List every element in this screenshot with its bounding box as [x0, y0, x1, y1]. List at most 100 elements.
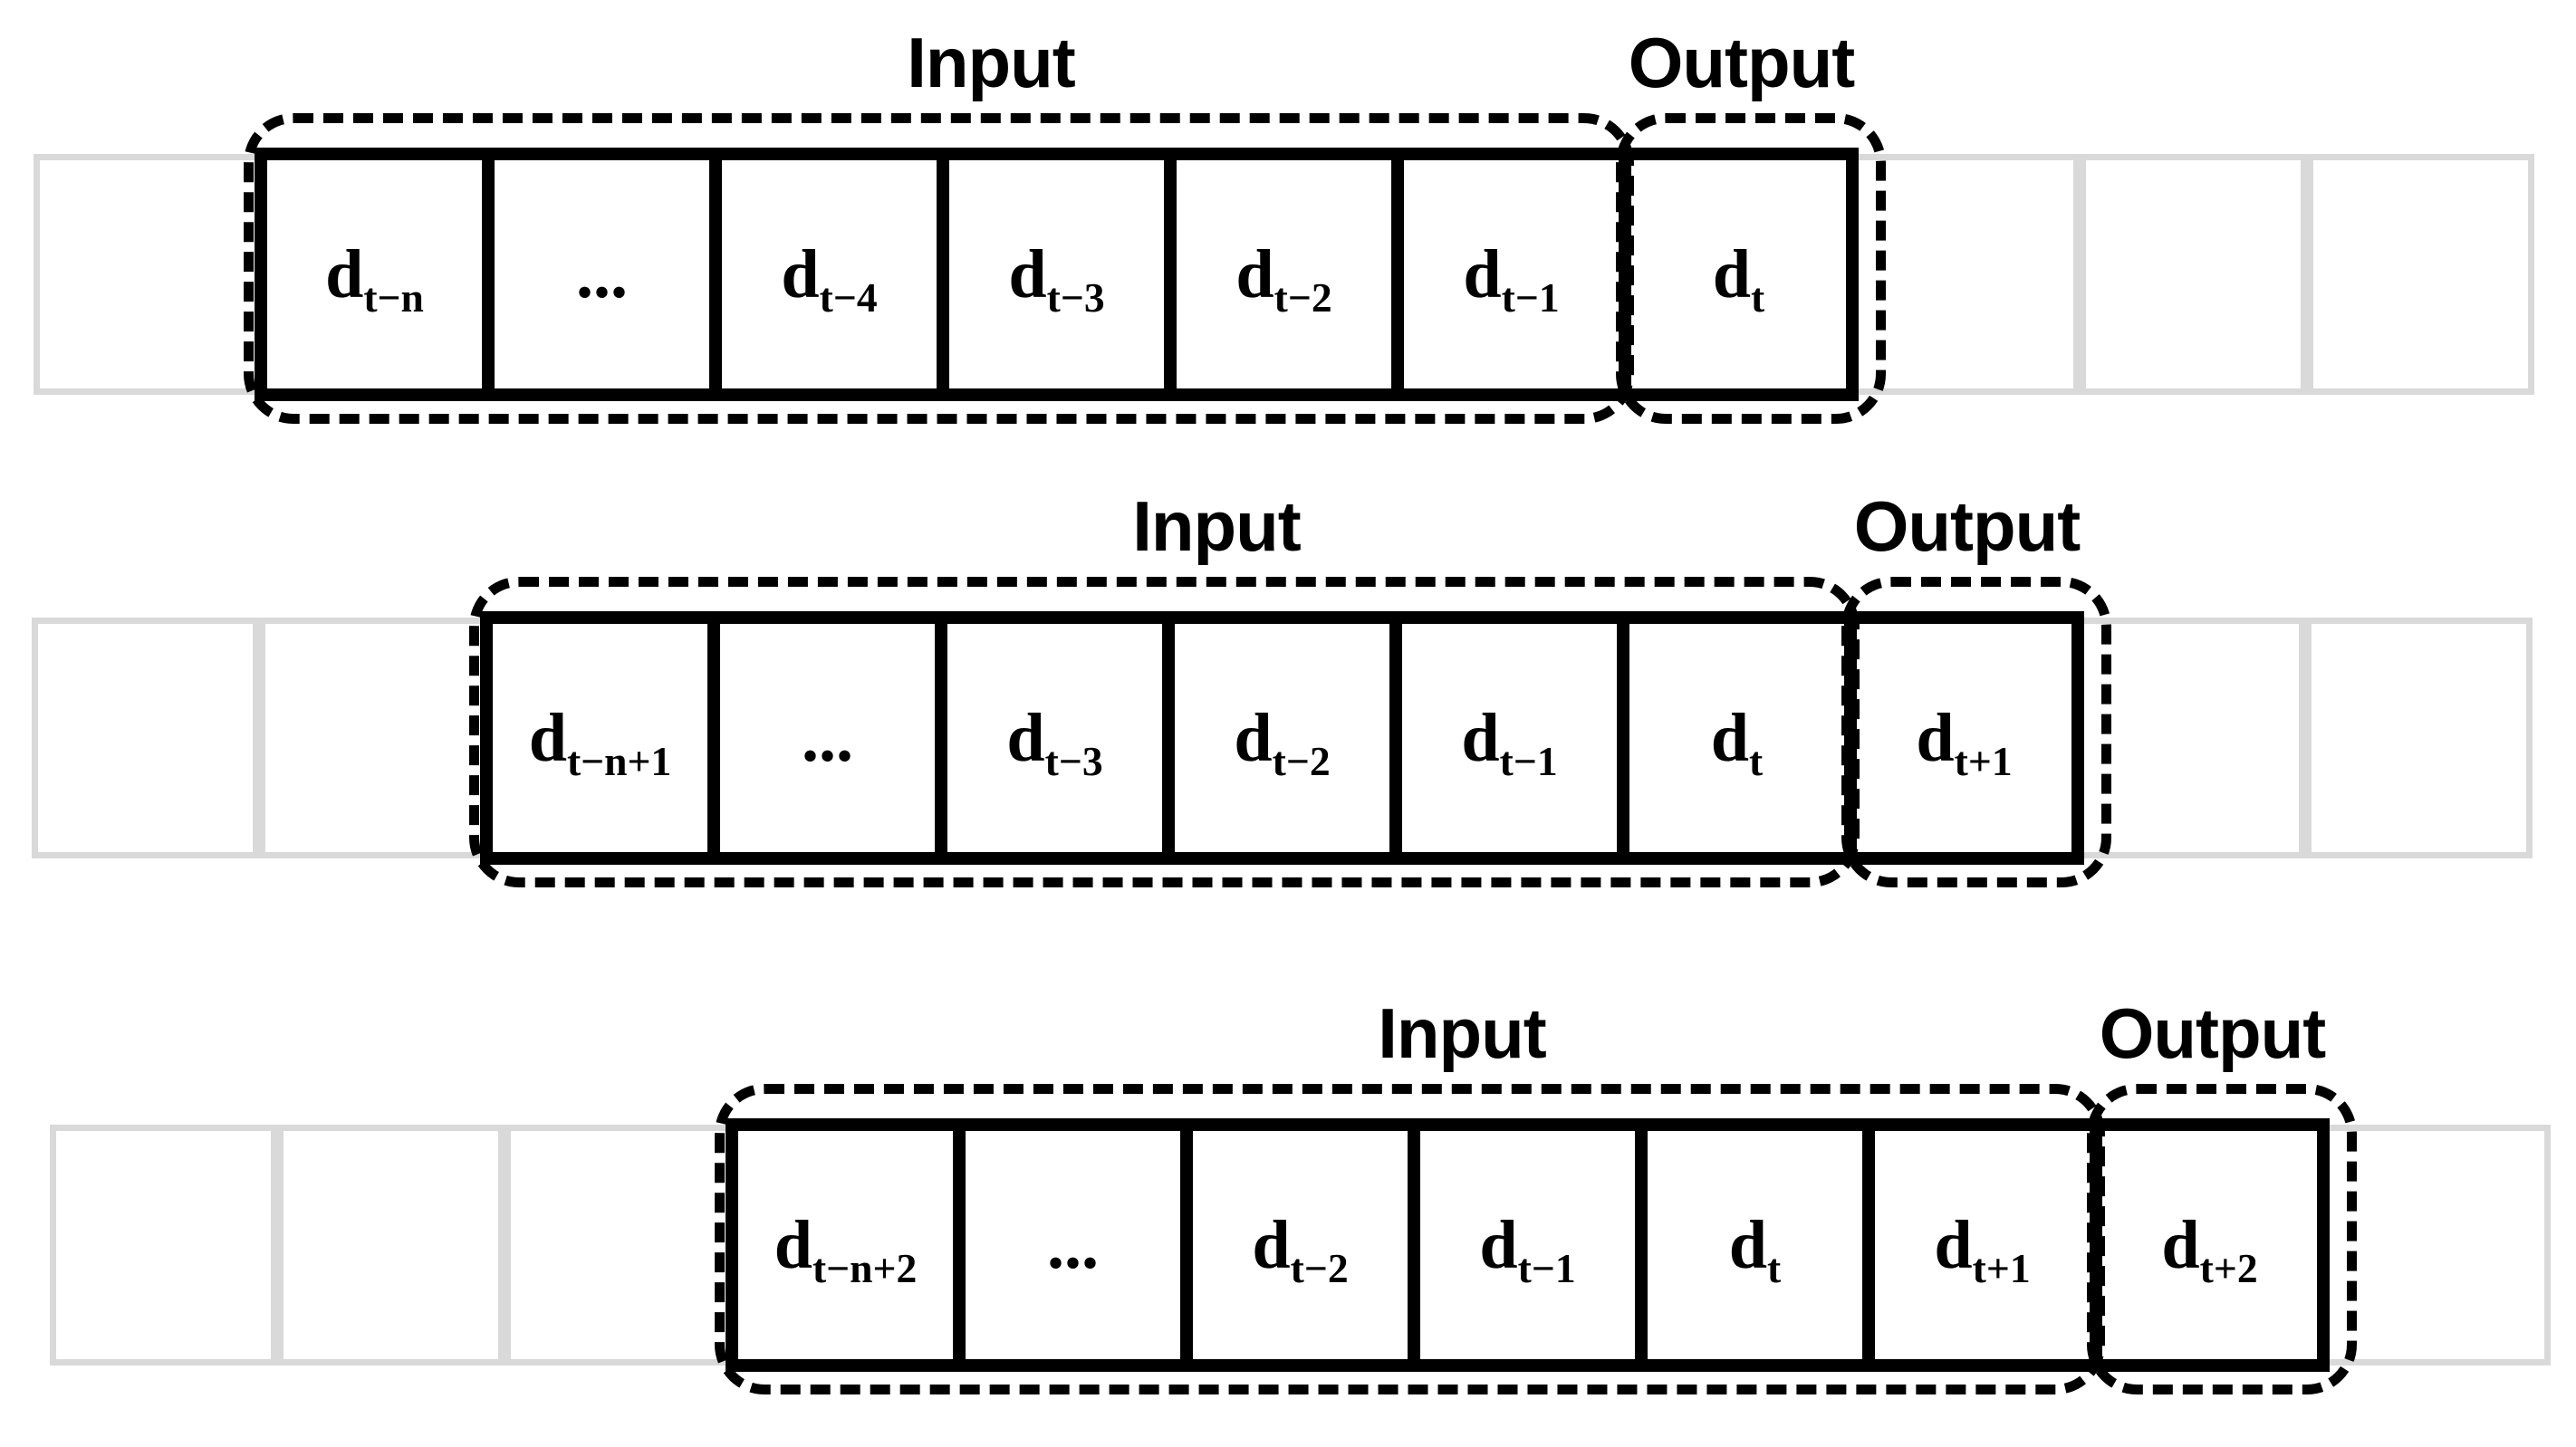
cell-symbol: d	[325, 236, 364, 312]
window-cell-label: dt+1	[1916, 704, 2012, 781]
window-cell: dt−3	[943, 154, 1170, 395]
window-cell: dt−1	[1396, 618, 1623, 858]
window-cell-label: dt−n+1	[529, 704, 672, 781]
series-cell-empty	[34, 154, 261, 395]
cell-subscript: t+1	[1954, 737, 2013, 784]
cell-subscript: t−2	[1274, 273, 1332, 321]
series-cell-empty	[1852, 154, 2080, 395]
window-cell-label: dt−1	[1461, 704, 1557, 781]
cell-symbol: d	[1463, 236, 1502, 312]
input-label: Input	[907, 23, 1076, 102]
cell-symbol: d	[1712, 236, 1752, 312]
cell-subscript: t−1	[1499, 737, 1558, 784]
cell-subscript: t	[1767, 1244, 1782, 1291]
cell-symbol: d	[774, 1207, 812, 1283]
cell-symbol: d	[1710, 700, 1750, 776]
window-cell: dt	[1623, 618, 1850, 858]
series-cell-empty	[2080, 154, 2307, 395]
input-label: Input	[1132, 486, 1302, 566]
window-cell: dt−2	[1170, 154, 1398, 395]
window-cell-label: dt−n	[325, 240, 424, 318]
cell-subscript: t−2	[1272, 737, 1331, 784]
series-cell-empty	[2307, 154, 2534, 395]
series-cell-empty	[2078, 618, 2305, 858]
window-cell: ...	[488, 154, 716, 395]
window-cell-label: dt−2	[1252, 1211, 1348, 1289]
output-label: Output	[2099, 993, 2327, 1073]
window-cell-label: dt	[1729, 1211, 1781, 1289]
cell-symbol: ...	[1047, 1207, 1099, 1283]
window-cell-label: dt−4	[781, 240, 877, 318]
cell-subscript: t−n+1	[566, 737, 672, 784]
window-cell: ...	[959, 1125, 1187, 1366]
cell-symbol: d	[1008, 236, 1047, 312]
series-cell-empty	[2323, 1125, 2551, 1366]
window-cell-label: ...	[576, 240, 628, 309]
window-cell-label: dt	[1713, 240, 1764, 318]
cell-symbol: d	[1252, 1207, 1291, 1283]
output-label: Output	[1853, 486, 2081, 566]
cell-subscript: t	[1751, 273, 1765, 321]
cell-symbol: ...	[576, 236, 628, 312]
window-cell-label: dt−1	[1463, 240, 1559, 318]
cell-subscript: t−n	[363, 273, 424, 321]
cell-subscript: t−3	[1046, 273, 1105, 321]
cell-symbol: d	[1235, 236, 1274, 312]
cell-subscript: t−1	[1517, 1244, 1576, 1291]
series-cell-empty	[277, 1125, 505, 1366]
cell-subscript: t−4	[819, 273, 878, 321]
window-cell: dt−1	[1414, 1125, 1641, 1366]
window-cell-label: dt+1	[1934, 1211, 2030, 1289]
cell-subscript: t	[1749, 737, 1764, 784]
window-cell-label: dt−2	[1234, 704, 1330, 781]
window-cell-label: dt−n+2	[774, 1211, 918, 1289]
cell-symbol: d	[2161, 1207, 2200, 1283]
cell-symbol: d	[1479, 1207, 1518, 1283]
series-cell-empty	[259, 618, 486, 858]
cell-subscript: t−3	[1044, 737, 1103, 784]
cell-symbol: d	[1006, 700, 1045, 776]
window-cell: dt−2	[1168, 618, 1396, 858]
cell-symbol: d	[1234, 700, 1273, 776]
window-cell: dt+1	[1869, 1125, 2096, 1366]
cell-symbol: d	[781, 236, 820, 312]
output-label: Output	[1628, 23, 1856, 102]
cell-subscript: t+2	[2199, 1244, 2258, 1291]
cell-subscript: t−2	[1290, 1244, 1349, 1291]
cell-symbol: d	[528, 700, 567, 776]
series-cell-empty	[32, 618, 259, 858]
window-cell: dt	[1641, 1125, 1869, 1366]
window-cell-label: dt−1	[1479, 1211, 1575, 1289]
window-cell: dt−3	[941, 618, 1168, 858]
cell-subscript: t−n+2	[812, 1244, 918, 1291]
window-cell-label: ...	[1047, 1211, 1099, 1279]
window-cell-label: dt−3	[1006, 704, 1102, 781]
window-cell: dt+2	[2096, 1125, 2323, 1366]
window-cell: dt+1	[1850, 618, 2078, 858]
window-cell-label: dt	[1711, 704, 1763, 781]
series-cell-empty	[2305, 618, 2533, 858]
series-cell-empty	[50, 1125, 277, 1366]
window-cell-label: dt+2	[2161, 1211, 2257, 1289]
window-cell: dt−n+2	[732, 1125, 959, 1366]
window-cell: dt−n	[261, 154, 488, 395]
window-cell: dt−1	[1398, 154, 1625, 395]
cell-symbol: d	[1461, 700, 1500, 776]
cell-subscript: t−1	[1501, 273, 1560, 321]
window-cell-label: dt−3	[1008, 240, 1104, 318]
cell-symbol: d	[1728, 1207, 1768, 1283]
window-cell-label: dt−2	[1235, 240, 1331, 318]
cell-symbol: d	[1934, 1207, 1973, 1283]
series-cell-empty	[505, 1125, 732, 1366]
window-cell: dt−2	[1187, 1125, 1414, 1366]
window-cell-label: ...	[802, 704, 853, 772]
window-cell: ...	[714, 618, 941, 858]
input-label: Input	[1378, 993, 1547, 1073]
window-cell: dt	[1625, 154, 1852, 395]
cell-symbol: ...	[802, 700, 853, 776]
cell-symbol: d	[1916, 700, 1955, 776]
